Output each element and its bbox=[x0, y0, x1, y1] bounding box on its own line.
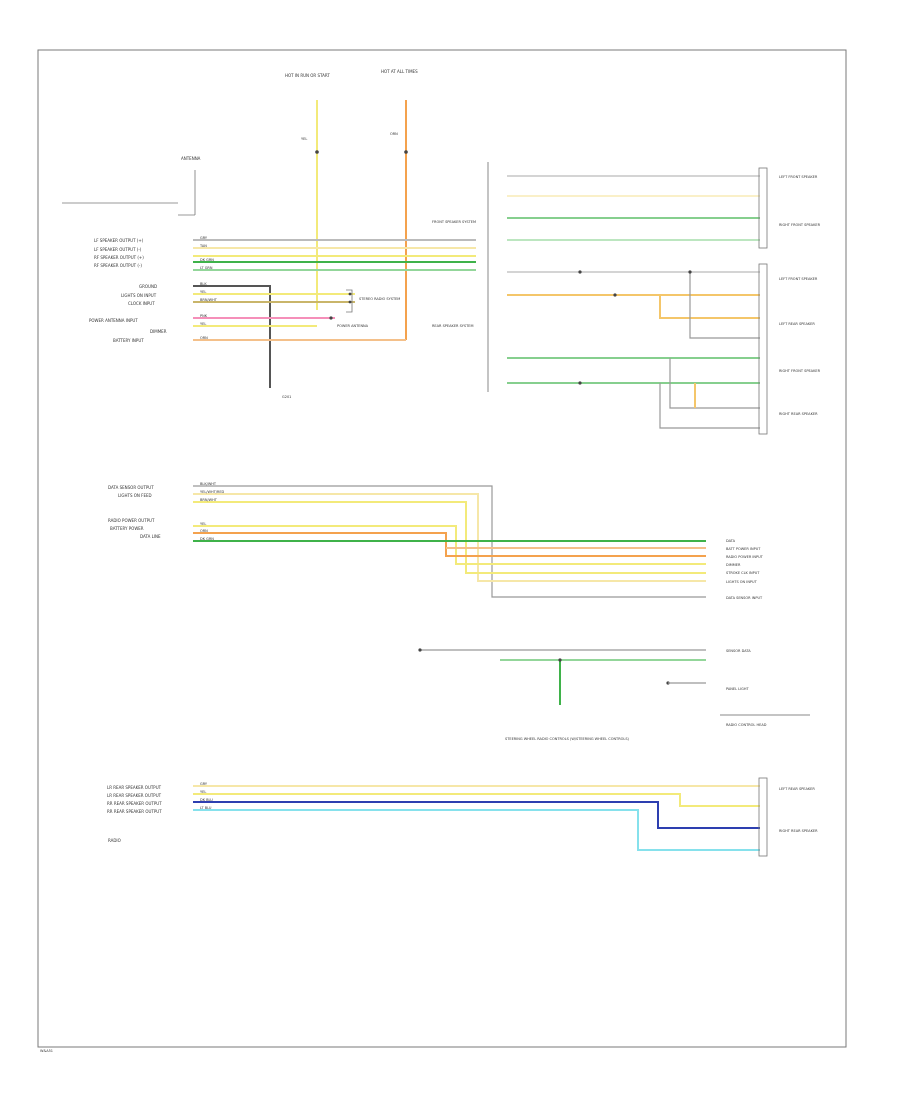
stereo-system-label: STEREO RADIO SYSTEM bbox=[359, 297, 400, 301]
pin-label: DATA bbox=[726, 539, 736, 543]
pin-label: BATTERY POWER bbox=[110, 526, 144, 531]
pin-label: LIGHTS ON INPUT bbox=[726, 580, 758, 584]
pin-label: DATA SENSOR OUTPUT bbox=[108, 485, 154, 490]
fuse-left-label: HOT IN RUN OR START bbox=[285, 73, 330, 78]
speaker-label: RIGHT FRONT SPEAKER bbox=[779, 223, 821, 227]
page-code: W&A51 bbox=[40, 1049, 53, 1053]
fuse-right-wire: ORN bbox=[390, 132, 398, 136]
pin-color: GRY bbox=[200, 236, 208, 240]
steering-switch-label: STEERING WHEEL RADIO CONTROLS (W/STEERIN… bbox=[505, 737, 630, 741]
pin-label: DIMMER bbox=[150, 329, 167, 334]
pin-label: LR REAR SPEAKER OUTPUT bbox=[107, 793, 162, 798]
front-system-label: FRONT SPEAKER SYSTEM bbox=[432, 220, 476, 224]
speaker-label: RIGHT FRONT SPEAKER bbox=[779, 369, 821, 373]
pin-color: BLK/WHT bbox=[200, 482, 217, 486]
pin-label: LIGHTS ON FEED bbox=[118, 493, 152, 498]
radio-middle-wires bbox=[193, 485, 706, 598]
pin-color: LT BLU bbox=[200, 806, 212, 810]
power-antenna-label: POWER ANTENNA bbox=[337, 324, 369, 328]
diagram-frame bbox=[37, 49, 847, 1048]
pin-color: BRN/WHT bbox=[200, 498, 218, 502]
pin-color: TAN bbox=[199, 244, 207, 248]
stereo-system-box: STEREO RADIO SYSTEM POWER ANTENNA G201 bbox=[282, 289, 400, 399]
pin-label: DATA LINE bbox=[140, 534, 161, 539]
pin-label: BATT POWER INPUT bbox=[726, 547, 761, 551]
speaker-label: LEFT REAR SPEAKER bbox=[779, 787, 815, 791]
pin-color: DK BLU bbox=[200, 798, 213, 802]
antenna-label: ANTENNA bbox=[181, 156, 201, 161]
pin-label: STROKE CLK INPUT bbox=[726, 571, 760, 575]
pin-label: LF SPEAKER OUTPUT (+) bbox=[94, 238, 144, 243]
pin-color: DK GRN bbox=[200, 537, 214, 541]
pin-color: DK GRN bbox=[200, 258, 214, 262]
pin-color: YEL bbox=[200, 522, 206, 526]
pin-label: RF SPEAKER OUTPUT (-) bbox=[94, 263, 142, 268]
pin-color: GRY bbox=[200, 782, 208, 786]
speaker-label: LEFT REAR SPEAKER bbox=[779, 322, 815, 326]
radio-rear-label: RADIO bbox=[108, 838, 121, 843]
pin-label: RR REAR SPEAKER OUTPUT bbox=[107, 809, 162, 814]
radio-rear-pins: LR REAR SPEAKER OUTPUT LR REAR SPEAKER O… bbox=[107, 782, 213, 843]
sensor-data-label: SENSOR DATA bbox=[726, 649, 751, 653]
pin-label: RF SPEAKER OUTPUT (+) bbox=[94, 255, 144, 260]
pin-label: DATA SENSOR INPUT bbox=[726, 596, 763, 600]
antenna-group: ANTENNA bbox=[62, 156, 201, 216]
pin-label: CLOCK INPUT bbox=[128, 301, 155, 306]
fuse-left-splice bbox=[315, 150, 319, 154]
pin-color: YEL bbox=[200, 322, 206, 326]
rear-system-label: REAR SPEAKER SYSTEM bbox=[432, 324, 474, 328]
fuse-right-splice bbox=[404, 150, 408, 154]
pin-color: YEL/WHT/RED bbox=[200, 490, 225, 494]
middle-right-pins: DATA BATT POWER INPUT RADIO POWER INPUT … bbox=[726, 539, 764, 600]
speaker-connectors: LEFT FRONT SPEAKER RIGHT FRONT SPEAKER L… bbox=[758, 167, 821, 435]
radio-top-pins: LF SPEAKER OUTPUT (+) LF SPEAKER OUTPUT … bbox=[89, 236, 218, 343]
rear-speaker-connectors: LEFT REAR SPEAKER RIGHT REAR SPEAKER bbox=[758, 777, 818, 857]
pin-label: LF SPEAKER OUTPUT (-) bbox=[94, 247, 142, 252]
pin-color: PNK bbox=[200, 314, 208, 318]
pin-color: YEL bbox=[200, 290, 206, 294]
fuse-right-label: HOT AT ALL TIMES bbox=[381, 69, 418, 74]
pin-label: RR REAR SPEAKER OUTPUT bbox=[107, 801, 162, 806]
pin-color: YEL bbox=[200, 790, 206, 794]
pin-label: RADIO POWER INPUT bbox=[726, 555, 764, 559]
pin-label: BATTERY INPUT bbox=[113, 338, 144, 343]
ground-label: G201 bbox=[282, 395, 291, 399]
pin-label: GROUND bbox=[139, 284, 157, 289]
front-speaker-connector bbox=[758, 167, 768, 249]
pin-color: LT GRN bbox=[200, 266, 213, 270]
rear-speaker-connector bbox=[758, 263, 768, 435]
sensor-row: SENSOR DATA PANEL LIGHT RADIO CONTROL HE… bbox=[418, 648, 810, 741]
speaker-label: LEFT FRONT SPEAKER bbox=[779, 277, 818, 281]
pin-label: RADIO POWER OUTPUT bbox=[108, 518, 155, 523]
fuse-left-wire: YEL bbox=[301, 137, 307, 141]
front-speaker-wires bbox=[507, 175, 760, 429]
pin-label: LIGHTS ON INPUT bbox=[121, 293, 157, 298]
control-head-label: RADIO CONTROL HEAD bbox=[726, 723, 767, 727]
pin-color: BRN/WHT bbox=[200, 298, 218, 302]
fuse-group: HOT IN RUN OR START HOT AT ALL TIMES YEL… bbox=[285, 69, 418, 340]
radio-rear-wires bbox=[193, 785, 760, 851]
pin-label: LR REAR SPEAKER OUTPUT bbox=[107, 785, 162, 790]
pin-color: BLK bbox=[200, 282, 207, 286]
radio-top-wires bbox=[193, 239, 476, 388]
speaker-label: RIGHT REAR SPEAKER bbox=[779, 829, 818, 833]
panel-lamp-label: PANEL LIGHT bbox=[726, 687, 749, 691]
radio-middle-pins: DATA SENSOR OUTPUT LIGHTS ON FEED RADIO … bbox=[108, 482, 225, 541]
speaker-label: LEFT FRONT SPEAKER bbox=[779, 175, 818, 179]
pin-label: DIMMER bbox=[726, 563, 741, 567]
speaker-label: RIGHT REAR SPEAKER bbox=[779, 412, 818, 416]
pin-label: POWER ANTENNA INPUT bbox=[89, 318, 138, 323]
pin-color: ORN bbox=[200, 529, 208, 533]
pin-color: ORN bbox=[200, 336, 208, 340]
